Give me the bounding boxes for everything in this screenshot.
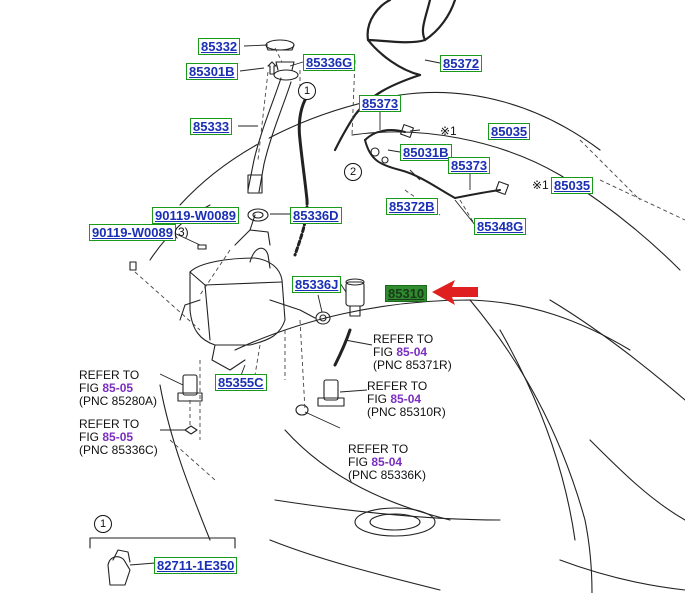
- pnc-label: (PNC 85336C): [79, 443, 158, 457]
- pnc-label: (PNC 85336K): [348, 468, 427, 482]
- refer-label: REFER TO: [348, 442, 409, 456]
- callout-85035-lower[interactable]: 85035: [551, 177, 594, 194]
- fig-prefix: FIG: [79, 430, 103, 444]
- callout-85336j[interactable]: 85336J: [292, 276, 342, 293]
- callout-85355c[interactable]: 85355C: [215, 374, 267, 391]
- callout-85348g[interactable]: 85348G: [474, 218, 527, 235]
- callout-90119-w0089-lower[interactable]: 90119-W0089: [89, 224, 176, 241]
- refer-block-85336c: REFER TO FIG 85-05 (PNC 85336C): [79, 418, 158, 457]
- fog-lamp-outline: [354, 507, 436, 537]
- callout-85333[interactable]: 85333: [190, 118, 233, 135]
- hood-inner-line: [351, 131, 681, 271]
- fig-prefix: FIG: [79, 381, 103, 395]
- circled-number-2: 2: [344, 163, 362, 181]
- refer-label: REFER TO: [79, 368, 140, 382]
- pnc-label: (PNC 85310R): [367, 405, 446, 419]
- refer-block-85371r: REFER TO FIG 85-04 (PNC 85371R): [373, 333, 452, 372]
- fig-link[interactable]: 85-04: [390, 392, 422, 406]
- pnc-label: (PNC 85280A): [79, 394, 158, 408]
- callout-85372b[interactable]: 85372B: [386, 198, 438, 215]
- fig-prefix: FIG: [348, 455, 372, 469]
- refer-block-85336k: REFER TO FIG 85-04 (PNC 85336K): [348, 443, 426, 482]
- callout-85332[interactable]: 85332: [198, 38, 241, 55]
- fender-line: [469, 299, 593, 593]
- highlight-arrow: [432, 280, 478, 305]
- callout-85301b[interactable]: 85301B: [186, 63, 238, 80]
- circled-number-1-upper: 1: [298, 82, 316, 100]
- callout-85035-upper[interactable]: 85035: [488, 123, 531, 140]
- fig-prefix: FIG: [373, 345, 397, 359]
- callout-85373-upper[interactable]: 85373: [359, 95, 402, 112]
- callout-85372[interactable]: 85372: [440, 55, 483, 72]
- refer-label: REFER TO: [367, 379, 428, 393]
- refer-block-85280a: REFER TO FIG 85-05 (PNC 85280A): [79, 369, 157, 408]
- callout-85031b[interactable]: 85031B: [400, 144, 452, 161]
- pnc-label: (PNC 85371R): [373, 358, 452, 372]
- quantity-label: (3): [174, 225, 189, 239]
- note-mark-lower: ※1: [532, 178, 549, 192]
- fig-prefix: FIG: [367, 392, 391, 406]
- hose-loop: [421, 0, 457, 42]
- callout-85336d[interactable]: 85336D: [290, 207, 342, 224]
- refer-label: REFER TO: [373, 332, 434, 346]
- reservoir-tank: [189, 257, 286, 346]
- note-mark-upper: ※1: [440, 124, 457, 138]
- fig-link[interactable]: 85-05: [102, 381, 134, 395]
- callout-85336g[interactable]: 85336G: [303, 54, 356, 71]
- refer-block-85310r: REFER TO FIG 85-04 (PNC 85310R): [367, 380, 446, 419]
- refer-label: REFER TO: [79, 417, 140, 431]
- circled-number-1-lower: 1: [94, 515, 112, 533]
- callout-85310-highlighted[interactable]: 85310: [385, 285, 428, 302]
- callout-85373-lower[interactable]: 85373: [448, 157, 491, 174]
- callout-82711-1e350[interactable]: 82711-1E350: [154, 557, 238, 574]
- callout-90119-w0089-upper[interactable]: 90119-W0089: [152, 207, 239, 224]
- fig-link[interactable]: 85-04: [371, 455, 403, 469]
- fig-link[interactable]: 85-05: [102, 430, 134, 444]
- fig-link[interactable]: 85-04: [396, 345, 428, 359]
